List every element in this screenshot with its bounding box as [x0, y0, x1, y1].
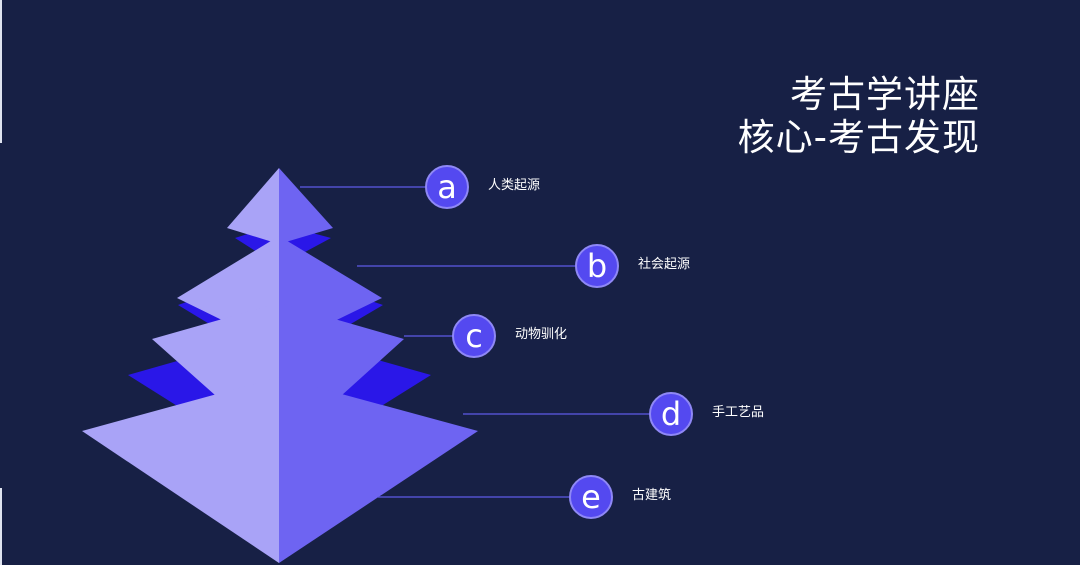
layer-label-d: 手工艺品 [712, 405, 764, 420]
badge-letter-d: d [661, 395, 681, 433]
slide-title: 考古学讲座 [790, 73, 980, 116]
pyramid-tier-4-left-face [82, 377, 279, 563]
left-edge-mark-bottom [0, 488, 2, 565]
badge-b [575, 244, 619, 288]
left-edge-mark-top [0, 0, 2, 143]
badge-letter-b: b [587, 247, 607, 285]
pyramid-tier-1-right-face [279, 168, 333, 244]
badge-a [425, 165, 469, 209]
pyramid-tier-1-left-face [227, 168, 279, 244]
pyramid-tier-4-right-face [279, 377, 478, 563]
badge-d [649, 392, 693, 436]
slide-subtitle: 核心-考古发现 [737, 116, 980, 159]
badge-letter-a: a [437, 168, 457, 206]
badge-c [452, 314, 496, 358]
badge-e [569, 475, 613, 519]
layer-label-b: 社会起源 [638, 256, 690, 272]
layer-label-c: 动物驯化 [515, 327, 567, 342]
layer-label-a: 人类起源 [488, 178, 540, 193]
layer-label-e: 古建筑 [632, 487, 671, 503]
badge-letter-e: e [581, 478, 601, 516]
badge-letter-c: c [465, 317, 483, 355]
